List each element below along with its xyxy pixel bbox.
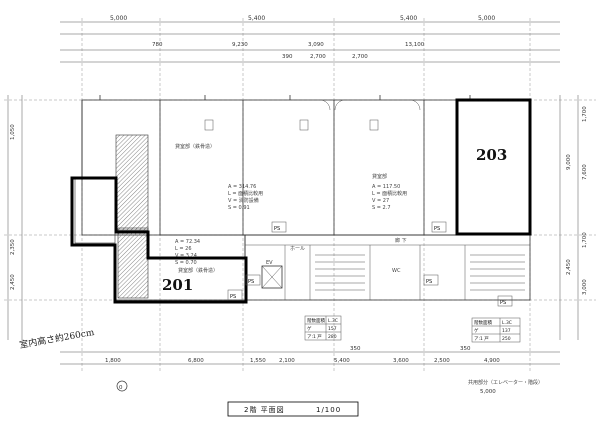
dim-bot-1: 1,800 [105, 358, 121, 364]
dimension-lines [4, 18, 596, 372]
svg-text:PS: PS [274, 226, 280, 232]
dim-top2-2: 9,230 [232, 42, 248, 48]
dim-left-1: 1,050 [10, 124, 16, 140]
hatched-shaft [74, 134, 149, 299]
dim-bot-2: 6,800 [188, 358, 204, 364]
dim-left-2: 2,350 [10, 239, 16, 255]
title-block: 2階 平面図 1/100 [227, 401, 359, 417]
dim-top3-1: 390 [282, 54, 293, 60]
dim-left-3: 2,450 [10, 274, 16, 290]
svg-text:250: 250 [502, 336, 511, 342]
svg-text:PS: PS [434, 226, 440, 232]
drawing-title: 2階 平面図 [244, 405, 285, 414]
top-dimensions: 5,000 5,400 5,400 5,000 780 9,230 3,090 … [110, 15, 495, 60]
svg-text:V = 消防設備: V = 消防設備 [228, 197, 259, 204]
dim-top-4: 5,000 [478, 15, 495, 22]
dim-right-2: 9,000 [566, 154, 572, 170]
room-label-corridor: 廊 下 [395, 237, 407, 244]
ps-boxes: PS PS PS PS PS PS [227, 221, 513, 307]
table-right: 階数面積 L.3C ゲ 137 ア:1 戸 250 [471, 317, 521, 343]
svg-text:0: 0 [119, 385, 123, 391]
svg-text:V = 3.24: V = 3.24 [175, 253, 197, 259]
dim-top-3: 5,400 [400, 15, 417, 22]
svg-text:S = 0.91: S = 0.91 [228, 205, 250, 211]
svg-text:A = 72.34: A = 72.34 [175, 239, 200, 245]
svg-text:ゲ: ゲ [474, 327, 479, 334]
room-label-201: 貸室部（鉄骨造） [178, 267, 218, 274]
grid-marker: 0 [116, 380, 128, 392]
dim-top2-4: 13,100 [405, 42, 425, 48]
bottom-dimensions: 1,800 6,800 1,550 2,100 5,400 3,600 2,50… [105, 346, 500, 395]
svg-text:S = 0.70: S = 0.70 [175, 260, 197, 266]
svg-text:L.3C: L.3C [502, 320, 512, 326]
dim-bot-3: 1,550 [250, 358, 266, 364]
svg-text:ゲ: ゲ [307, 325, 312, 332]
svg-text:157: 157 [328, 326, 337, 332]
svg-text:L = 面積比較用: L = 面積比較用 [372, 190, 407, 197]
svg-text:280: 280 [328, 334, 337, 340]
right-dimensions: 1,700 9,000 7,600 1,700 2,450 3,000 [566, 106, 588, 295]
area-notes-203: A = 117.50 L = 面積比較用 V = 27 S = 2.7 [372, 184, 407, 211]
svg-text:L = 面積比較用: L = 面積比較用 [228, 190, 263, 197]
dim-right-6: 3,000 [582, 279, 588, 295]
svg-text:A = 314.76: A = 314.76 [228, 184, 256, 190]
stair-left [315, 254, 365, 291]
svg-text:PS: PS [500, 300, 506, 306]
window-marks [99, 95, 471, 131]
svg-text:L = 26: L = 26 [175, 246, 192, 252]
table-left: 階数面積 L.3C ゲ 157 ア:1 戸 280 [304, 315, 342, 341]
svg-text:A = 117.50: A = 117.50 [372, 184, 400, 190]
svg-text:L.3C: L.3C [328, 318, 338, 324]
area-notes-main: A = 314.76 L = 面積比較用 V = 消防設備 S = 0.91 [228, 184, 263, 211]
svg-text:PS: PS [426, 279, 432, 285]
dim-top2-3: 3,090 [308, 42, 324, 48]
dim-top3-3: 2,700 [352, 54, 368, 60]
room-label-hall: ホール [290, 246, 305, 252]
room-label-wc: WC [392, 268, 401, 274]
dim-right-1: 1,700 [582, 106, 588, 122]
ceiling-height-note: 室内高さ約260cm [18, 326, 95, 351]
dim-bot-4: 2,100 [279, 358, 295, 364]
svg-text:S = 2.7: S = 2.7 [372, 205, 391, 211]
dim-bot-8: 4,900 [484, 358, 500, 364]
dim-bot-7: 2,500 [434, 358, 450, 364]
unit-201-label: 201 [162, 276, 193, 294]
dim-bot-5: 5,400 [334, 358, 350, 364]
svg-text:PS: PS [230, 294, 236, 300]
svg-text:137: 137 [502, 328, 511, 334]
dim-bot-small-2: 350 [460, 346, 471, 352]
dim-top-1: 5,000 [110, 15, 127, 22]
svg-text:PS: PS [248, 279, 254, 285]
dim-bot-small-1: 350 [350, 346, 361, 352]
footnote: 共用部分（エレベーター・階段） [468, 379, 543, 386]
dim-right-5: 2,450 [566, 259, 572, 275]
dim-right-4: 1,700 [582, 232, 588, 248]
svg-text:階数面積: 階数面積 [307, 317, 325, 324]
dim-right-3: 7,600 [582, 164, 588, 180]
dim-top3-2: 2,700 [310, 54, 326, 60]
room-label-203: 貸室部 [372, 173, 387, 180]
svg-text:V = 27: V = 27 [372, 198, 389, 204]
svg-text:階数面積: 階数面積 [474, 319, 492, 326]
dim-top2-1: 780 [152, 42, 163, 48]
dim-bot-6: 3,600 [393, 358, 409, 364]
left-dimensions: 1,050 2,350 2,450 [10, 124, 16, 290]
dim-top-2: 5,400 [248, 15, 265, 22]
stair-right [470, 254, 525, 291]
room-label-ev: EV [266, 260, 273, 266]
svg-text:ア:1 戸: ア:1 戸 [307, 334, 322, 340]
svg-text:ア:1 戸: ア:1 戸 [474, 336, 489, 342]
dim-bot2-1: 5,000 [480, 389, 496, 395]
room-label-main: 貸室部（鉄骨造） [175, 143, 215, 150]
unit-203-label: 203 [476, 146, 507, 164]
area-notes-201: A = 72.34 L = 26 V = 3.24 S = 0.70 [175, 239, 200, 266]
drawing-scale: 1/100 [316, 406, 341, 414]
